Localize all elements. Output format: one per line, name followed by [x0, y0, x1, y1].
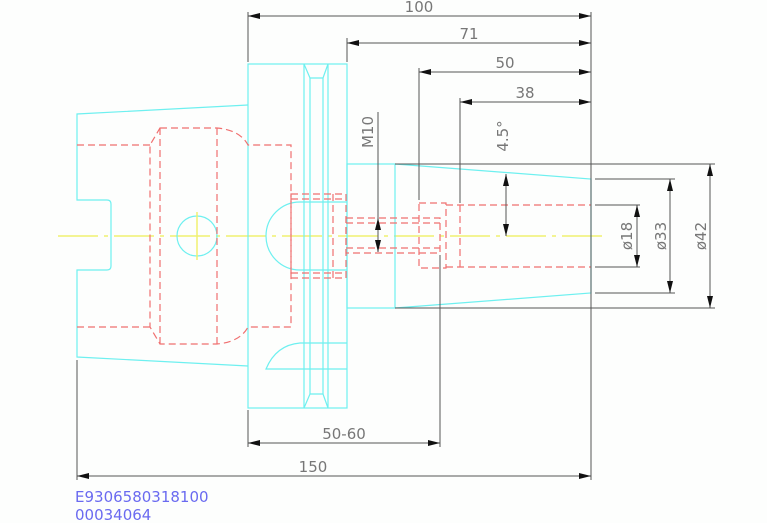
dimension-lines — [76, 12, 715, 480]
dim-end-diameter: ø33 — [652, 222, 670, 250]
dim-bore-diameter: ø18 — [618, 222, 636, 250]
dim-taper-angle: 4.5° — [494, 120, 512, 151]
dim-total-length: 150 — [299, 458, 328, 476]
hidden-lines — [77, 127, 591, 345]
dimension-arrows — [77, 13, 713, 479]
dim-bore-depth: 38 — [515, 84, 534, 102]
article-number: 00034064 — [75, 506, 151, 523]
part-number: E9306580318100 — [75, 488, 209, 506]
dim-body-diameter: ø42 — [692, 222, 710, 250]
dim-clamping-range: 50-60 — [322, 425, 366, 443]
tool-holder-outline — [76, 63, 592, 409]
dim-flange-to-end: 71 — [459, 25, 478, 43]
dim-overall-length: 100 — [405, 0, 434, 16]
dim-bore-depth-outer: 50 — [495, 54, 514, 72]
dim-thread: M10 — [359, 116, 377, 148]
